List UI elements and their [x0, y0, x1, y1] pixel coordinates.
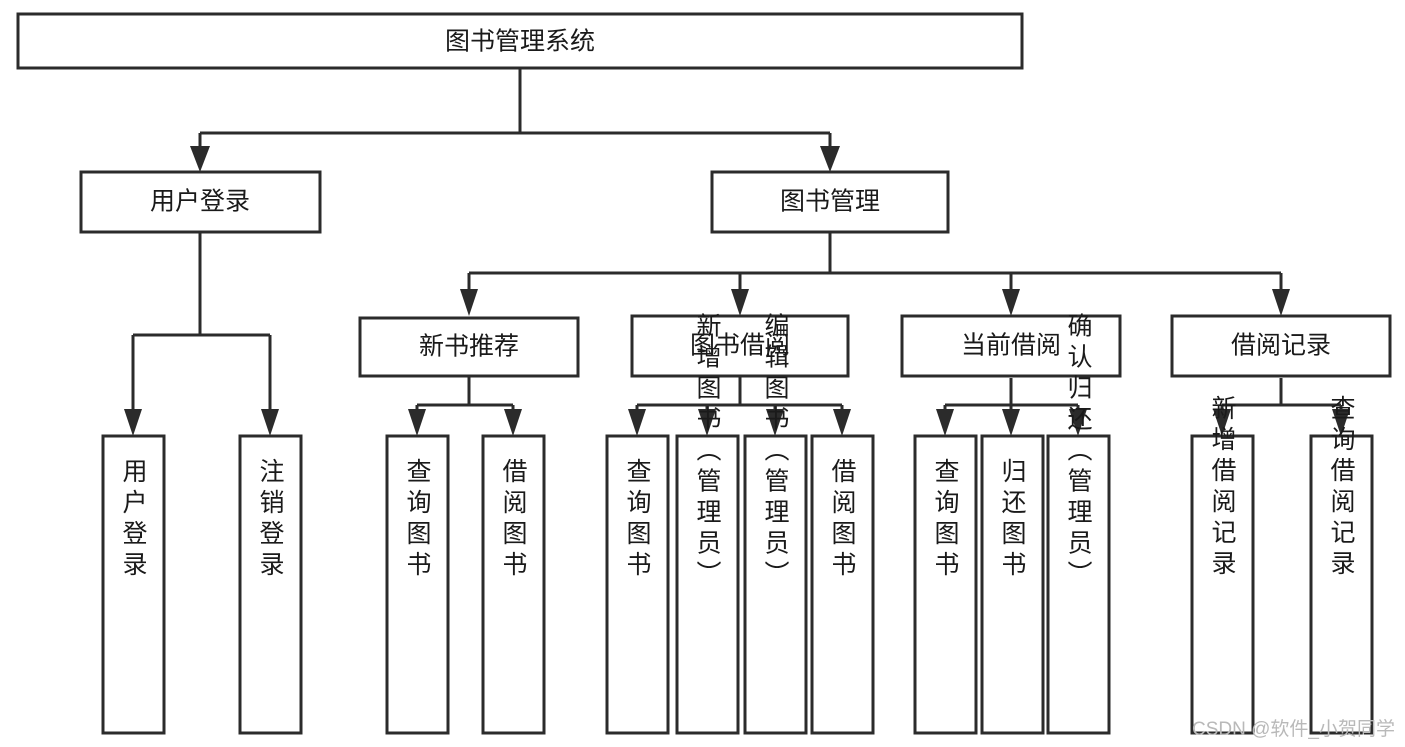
node-leaf-query-record[interactable]: 查询借阅记录 [1309, 395, 1374, 735]
node-leaf-borrow-book-2[interactable]: 借阅图书 [810, 434, 875, 735]
node-leaf-add-book[interactable]: 新增图书（管理员） [675, 313, 740, 735]
node-user-login-label: 用户登录 [150, 188, 250, 216]
arrow-head-leaf-query-record [1332, 409, 1350, 436]
node-leaf-add-record-label: 新增借阅记录 [1208, 395, 1237, 581]
node-leaf-return-book-box[interactable] [980, 434, 1045, 735]
node-new-book-rec-label: 新书推荐 [419, 333, 519, 361]
node-leaf-user-login-label: 用户登录 [119, 458, 148, 582]
node-book-manage-label: 图书管理 [780, 188, 880, 216]
node-current-borrow-label: 当前借阅 [961, 332, 1061, 360]
node-leaf-query-book-1[interactable]: 查询图书 [385, 434, 450, 735]
node-leaf-user-login-box[interactable] [101, 434, 166, 735]
arrow-head-leaf-query-book-3 [936, 409, 954, 436]
node-leaf-query-book-3-label: 查询图书 [931, 458, 960, 582]
node-leaf-return-book-label: 归还图书 [998, 458, 1027, 582]
node-borrow-record-box[interactable] [1170, 314, 1392, 378]
node-leaf-query-book-2-box[interactable] [605, 434, 670, 735]
node-root[interactable]: 图书管理系统 [16, 12, 1024, 70]
node-leaf-query-book-1-label: 查询图书 [403, 458, 432, 582]
connectors-layer [124, 68, 1350, 436]
node-leaf-return-book[interactable]: 归还图书 [980, 434, 1045, 735]
node-book-manage[interactable]: 图书管理 [710, 170, 950, 234]
node-borrow-record-label: 借阅记录 [1231, 332, 1331, 360]
arrow-head-leaf-logout [261, 409, 279, 436]
node-leaf-query-book-3-box[interactable] [913, 434, 978, 735]
node-leaf-query-book-1-box[interactable] [385, 434, 450, 735]
node-book-borrow[interactable]: 图书借阅 [630, 314, 850, 378]
node-leaf-query-record-label: 查询借阅记录 [1327, 395, 1356, 581]
arrow-head-leaf-user-login [124, 409, 142, 436]
node-user-login[interactable]: 用户登录 [79, 170, 322, 234]
node-user-login-box[interactable] [79, 170, 322, 234]
arrow-head-book-borrow [731, 289, 749, 316]
node-leaf-add-record-box[interactable] [1190, 434, 1255, 735]
node-leaf-query-book-2-label: 查询图书 [623, 458, 652, 582]
node-root-box[interactable] [16, 12, 1024, 70]
arrow-head-leaf-confirm-return [1069, 409, 1087, 436]
arrow-head-current-borrow [1002, 289, 1020, 316]
node-book-borrow-label: 图书借阅 [690, 332, 790, 360]
node-leaf-borrow-book-2-label: 借阅图书 [828, 458, 857, 582]
node-leaf-add-record[interactable]: 新增借阅记录 [1190, 395, 1255, 735]
node-leaf-borrow-book-1-label: 借阅图书 [499, 458, 528, 582]
node-leaf-confirm-return[interactable]: 确认归还（管理员） [1046, 313, 1111, 735]
arrow-head-leaf-query-book-1 [408, 409, 426, 436]
arrow-head-leaf-add-book [698, 409, 716, 436]
node-leaf-edit-book-label: 编辑图书（管理员） [761, 313, 790, 592]
node-leaf-query-record-box[interactable] [1309, 434, 1374, 735]
node-leaf-logout[interactable]: 注销登录 [238, 434, 303, 735]
arrow-head-leaf-borrow-book-1 [504, 409, 522, 436]
arrow-head-leaf-return-book [1002, 409, 1020, 436]
arrow-head-leaf-add-record [1213, 409, 1231, 436]
node-new-book-rec-box[interactable] [358, 316, 580, 378]
arrow-head-user-login [190, 146, 210, 172]
node-book-borrow-box[interactable] [630, 314, 850, 378]
node-leaf-edit-book[interactable]: 编辑图书（管理员） [743, 313, 808, 735]
node-leaf-query-book-2[interactable]: 查询图书 [605, 434, 670, 735]
arrow-head-book-manage [820, 146, 840, 172]
arrow-head-leaf-edit-book [766, 409, 784, 436]
node-leaf-query-book-3[interactable]: 查询图书 [913, 434, 978, 735]
node-leaf-logout-label: 注销登录 [256, 458, 285, 582]
node-leaf-confirm-return-box[interactable] [1046, 434, 1111, 735]
node-borrow-record[interactable]: 借阅记录 [1170, 314, 1392, 378]
node-leaf-user-login[interactable]: 用户登录 [101, 434, 166, 735]
arrow-head-leaf-query-book-2 [628, 409, 646, 436]
node-leaf-borrow-book-2-box[interactable] [810, 434, 875, 735]
node-current-borrow[interactable]: 当前借阅 [900, 314, 1122, 378]
node-leaf-add-book-box[interactable] [675, 434, 740, 735]
arrow-head-borrow-record [1272, 289, 1290, 316]
node-leaf-add-book-label: 新增图书（管理员） [693, 313, 722, 592]
node-leaf-logout-box[interactable] [238, 434, 303, 735]
node-new-book-rec[interactable]: 新书推荐 [358, 316, 580, 378]
node-leaf-borrow-book-1-box[interactable] [481, 434, 546, 735]
node-book-manage-box[interactable] [710, 170, 950, 234]
node-leaf-edit-book-box[interactable] [743, 434, 808, 735]
node-root-label: 图书管理系统 [445, 28, 595, 56]
node-current-borrow-box[interactable] [900, 314, 1122, 378]
arrow-head-leaf-borrow-book-2 [833, 409, 851, 436]
node-leaf-confirm-return-label: 确认归还（管理员） [1064, 313, 1093, 592]
arrow-head-new-book-rec [460, 289, 478, 316]
node-leaf-borrow-book-1[interactable]: 借阅图书 [481, 434, 546, 735]
